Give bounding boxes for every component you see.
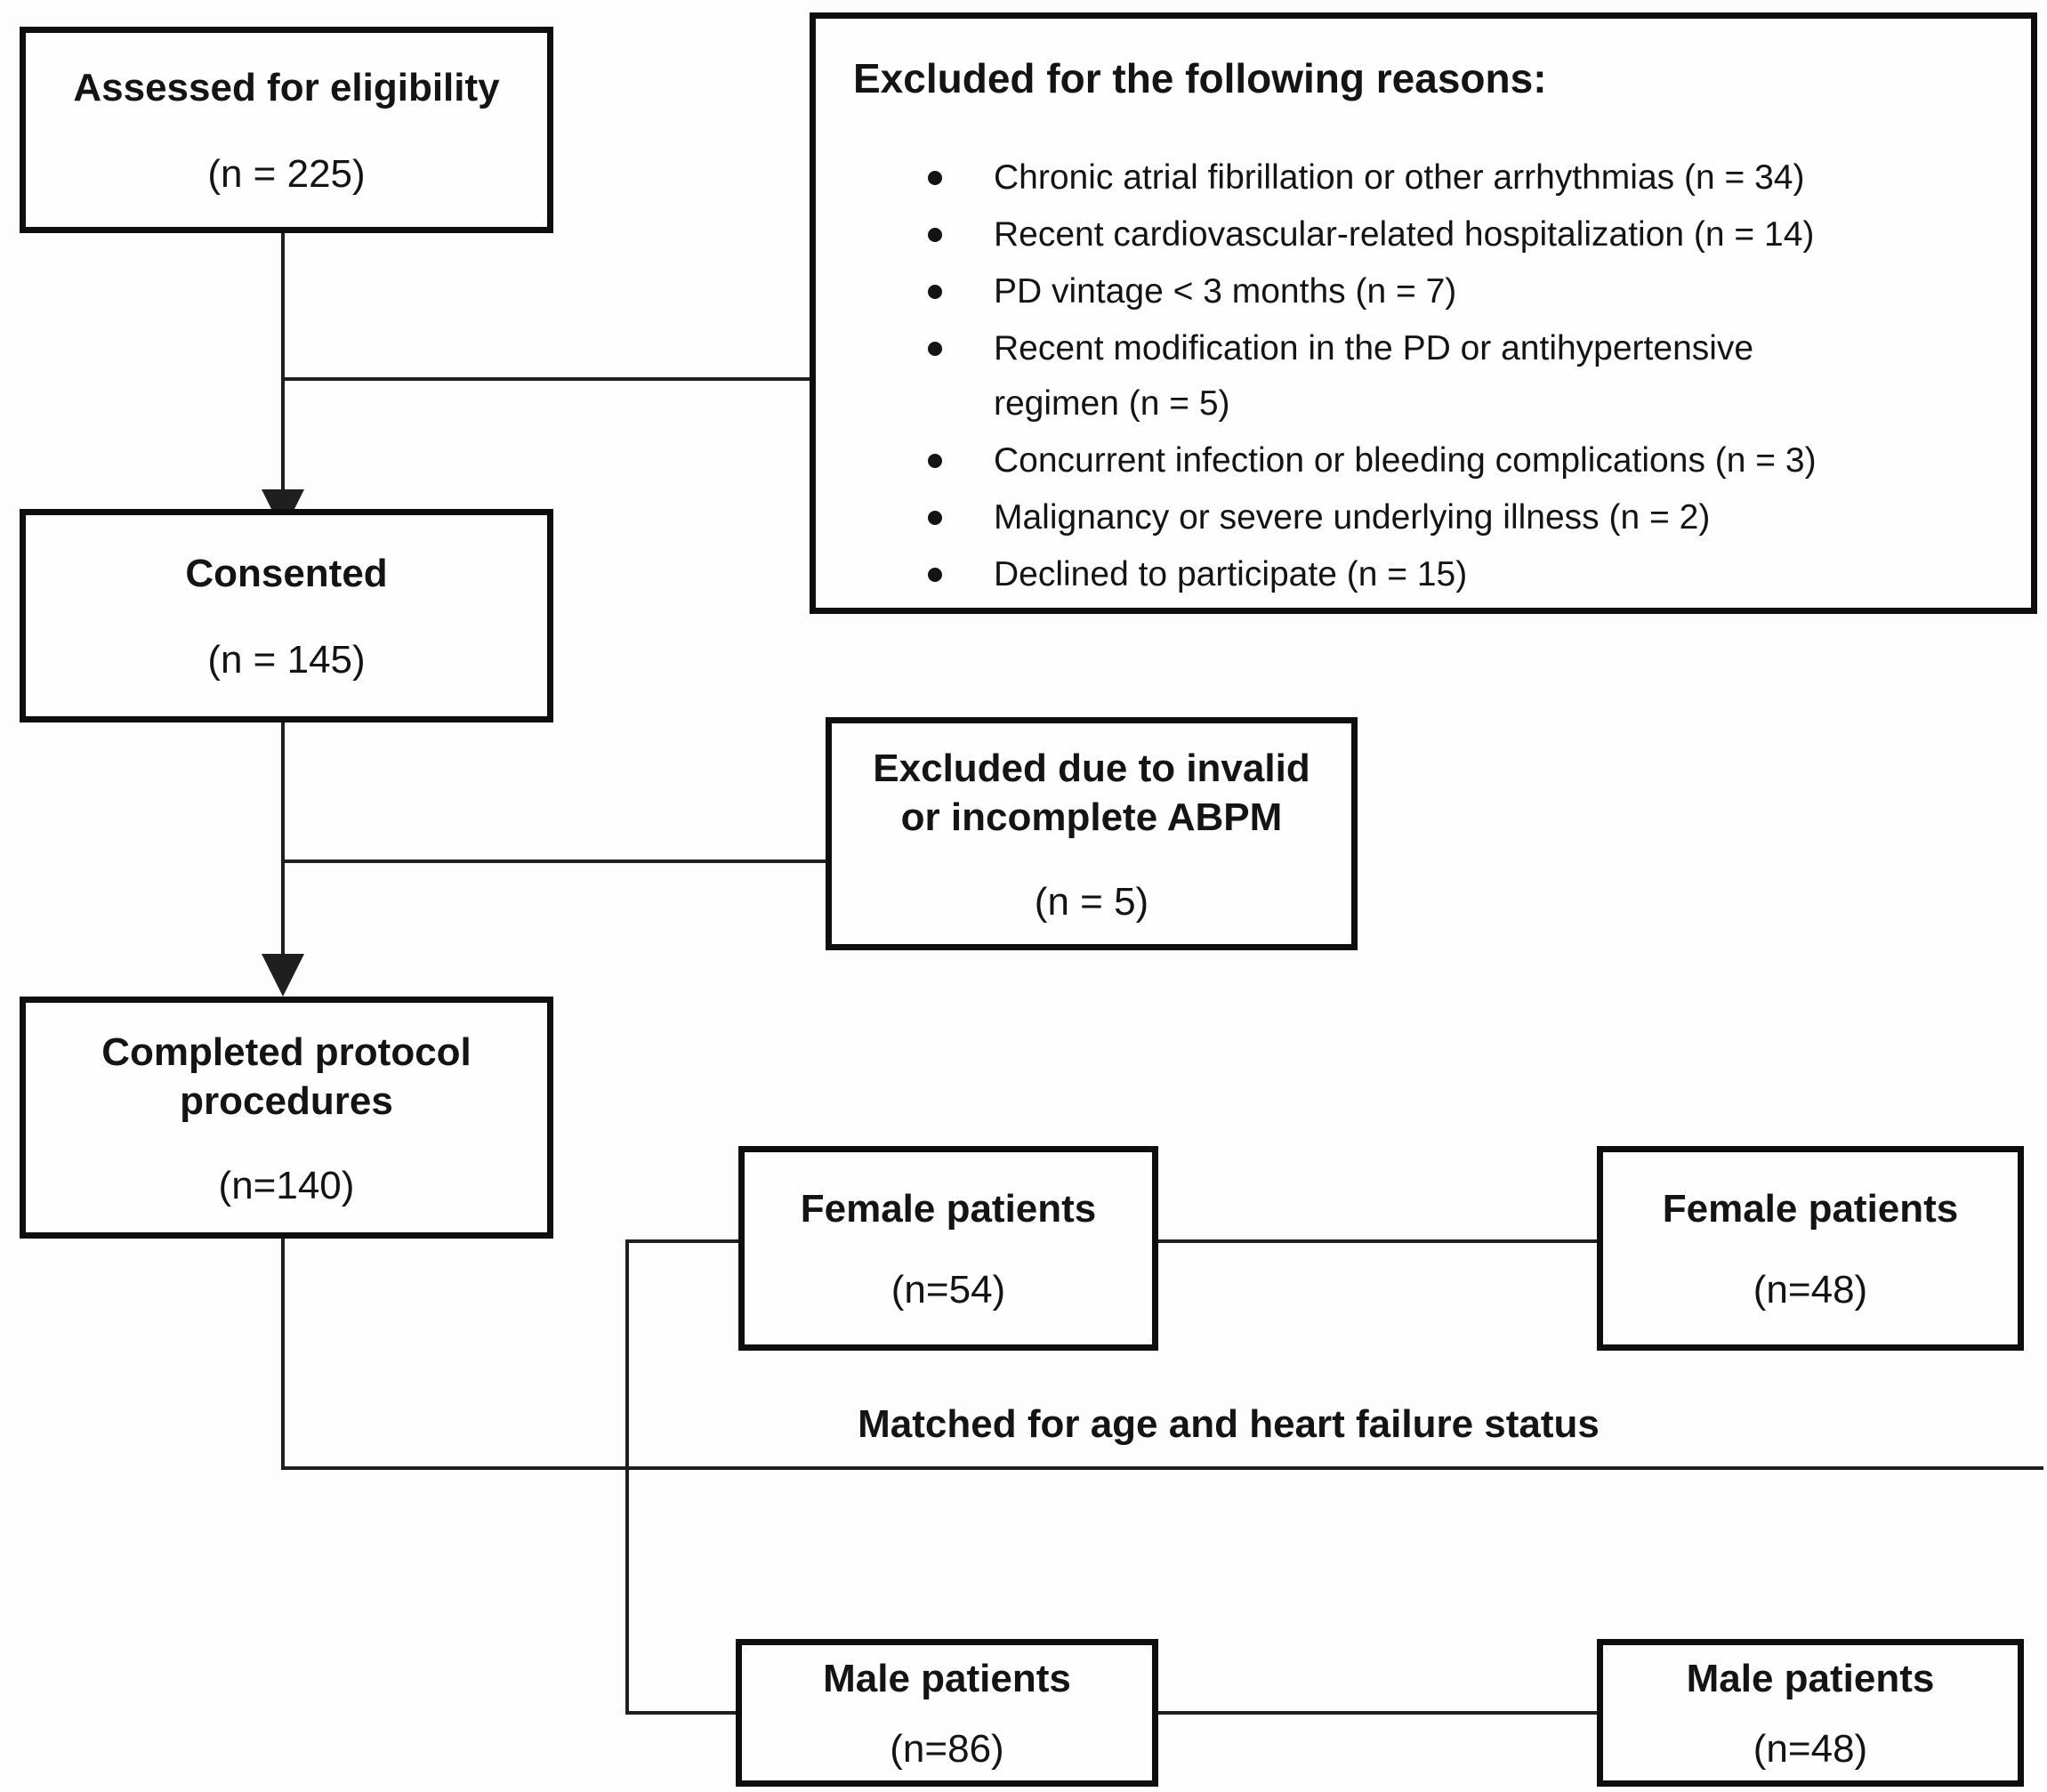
connector-female-study-to-control — [1158, 1239, 1597, 1243]
excluded-reason-text: Malignancy or severe underlying illness … — [994, 498, 1711, 537]
box-count: (n = 225) — [207, 152, 366, 197]
excluded-reason-item: Chronic atrial fibrillation or other arr… — [928, 150, 1994, 206]
excluded-reason-text: Recent cardiovascular-related hospitaliz… — [994, 215, 1815, 254]
box-title: Male patients — [1686, 1657, 1935, 1701]
box-consented: Consented (n = 145) — [20, 509, 553, 722]
excluded-reason-text: PD vintage < 3 months (n = 7) — [994, 272, 1457, 311]
box-excluded-reasons: Excluded for the following reasons: Chro… — [810, 12, 2037, 614]
box-count: (n=48) — [1753, 1727, 1868, 1772]
connector-sex-branch-vertical — [625, 1239, 629, 1715]
excluded-reason-item: Recent modification in the PD or antihyp… — [928, 321, 1994, 432]
box-count: (n = 5) — [1034, 879, 1149, 924]
connector-assessed-down — [281, 233, 285, 493]
connector-branch-excluded-abpm — [281, 860, 826, 863]
box-title: Completed protocol procedures — [101, 1029, 471, 1123]
box-female-patients-study: Female patients (n=54) — [738, 1146, 1158, 1351]
excluded-reason-text: Declined to participate (n = 15) — [994, 555, 1468, 593]
connector-matched-line — [281, 1466, 2043, 1470]
excluded-reason-text: Concurrent infection or bleeding complic… — [994, 441, 1817, 480]
bullet-icon — [928, 454, 942, 468]
box-male-patients-control: Male patients (n=48) — [1597, 1639, 2024, 1787]
bullet-icon — [928, 342, 942, 356]
box-count: (n = 145) — [207, 638, 366, 682]
bullet-icon — [928, 511, 942, 525]
bullet-icon — [928, 171, 942, 185]
excluded-reason-item: Recent cardiovascular-related hospitaliz… — [928, 207, 1994, 262]
connector-to-female-study — [625, 1239, 738, 1243]
excluded-reasons-list: Chronic atrial fibrillation or other arr… — [928, 150, 1994, 602]
excluded-reason-item: PD vintage < 3 months (n = 7) — [928, 264, 1994, 319]
box-male-patients-study: Male patients (n=86) — [736, 1639, 1158, 1787]
excluded-reason-item: Declined to participate (n = 15) — [928, 547, 1994, 602]
excluded-reason-text: Recent modification in the PD or antihyp… — [994, 329, 1754, 423]
excluded-reasons-title: Excluded for the following reasons: — [853, 55, 1547, 101]
excluded-reason-item: Malignancy or severe underlying illness … — [928, 490, 1994, 545]
connector-to-male-study — [625, 1711, 736, 1715]
connector-male-study-to-control — [1158, 1711, 1597, 1715]
connector-completed-down — [281, 1239, 285, 1470]
connector-consented-down — [281, 722, 285, 956]
box-completed-protocol: Completed protocol procedures (n=140) — [20, 997, 553, 1239]
excluded-reason-text: Chronic atrial fibrillation or other arr… — [994, 158, 1805, 197]
excluded-reason-item: Concurrent infection or bleeding complic… — [928, 433, 1994, 488]
box-title: Excluded due to invalid or incomplete AB… — [873, 746, 1310, 839]
box-count: (n=48) — [1753, 1268, 1868, 1312]
box-title: Female patients — [800, 1187, 1097, 1231]
box-title: Male patients — [823, 1657, 1071, 1701]
box-count: (n=86) — [890, 1727, 1004, 1772]
bullet-icon — [928, 285, 942, 299]
box-title: Assessed for eligibility — [73, 66, 500, 110]
box-title: Consented — [185, 552, 388, 596]
box-assessed-for-eligibility: Assessed for eligibility (n = 225) — [20, 27, 553, 233]
bullet-icon — [928, 568, 942, 582]
box-female-patients-control: Female patients (n=48) — [1597, 1146, 2024, 1351]
box-count: (n=140) — [218, 1163, 355, 1207]
connector-branch-excluded-reasons — [281, 377, 810, 381]
bullet-icon — [928, 228, 942, 242]
box-excluded-abpm: Excluded due to invalid or incomplete AB… — [826, 717, 1358, 950]
matched-annotation: Matched for age and heart failure status — [858, 1402, 1600, 1446]
arrow-down-icon — [262, 954, 304, 997]
box-count: (n=54) — [891, 1268, 1006, 1312]
box-title: Female patients — [1662, 1187, 1959, 1231]
